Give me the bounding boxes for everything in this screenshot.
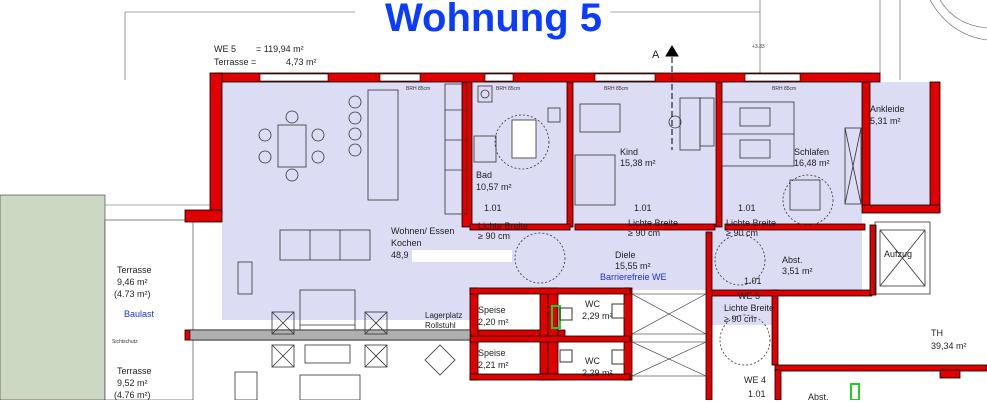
corridor-beam <box>189 329 471 341</box>
dim-101-bad: 1.01 <box>484 203 502 213</box>
room-terrasse2-name: Terrasse <box>117 366 152 376</box>
room-wc2-area: 2,29 m² <box>582 368 613 378</box>
room-wc2-name: WC <box>585 356 600 366</box>
dim-101-schlafen: 1.01 <box>738 203 756 213</box>
room-bad-area: 10,57 m² <box>476 182 512 192</box>
dim-101-abst: 1.01 <box>744 276 762 286</box>
wc-fixture-1 <box>559 307 573 321</box>
room-th-name: TH <box>931 328 943 338</box>
sichtschutz-label: Sichtschutz <box>112 339 138 345</box>
ge90-bad: ≥ 90 cm <box>478 231 510 241</box>
we5-small-label: WE 5 <box>738 291 761 301</box>
room-abst-area: 3,51 m² <box>782 266 813 276</box>
room-kind-area: 15,38 m² <box>620 158 656 168</box>
summary-terrasse-value: 4,73 m² <box>286 57 317 67</box>
wc-sink-2 <box>611 349 625 365</box>
room-wohnen-name: Wohnen/ Essen <box>391 226 455 236</box>
window-tag-2: BRH 85cm <box>496 86 521 92</box>
lichte-schlafen: Lichte Breite <box>726 218 777 228</box>
section-mark: A <box>652 49 660 61</box>
room-schlafen-name: Schlafen <box>794 147 830 157</box>
elevator <box>874 221 931 295</box>
dim-101-we4: 1.01 <box>748 389 766 399</box>
dim-101-kind: 1.01 <box>634 203 652 213</box>
summary-terrasse-label: Terrasse = <box>214 57 257 67</box>
kitchen-island <box>348 83 468 215</box>
wc-room-1 <box>553 292 629 330</box>
stairs <box>631 293 707 377</box>
window-tag-3: BRH 85cm <box>604 86 629 92</box>
ge90-schlafen: ≥ 90 cm <box>726 228 758 238</box>
room-diele-note: Barrierefreie WE <box>600 272 667 282</box>
room-abst-lower-name: Abst. <box>808 392 829 402</box>
terrace-green-area <box>0 194 106 400</box>
sofa <box>237 229 371 331</box>
room-wohnen-area: 48,9 <box>391 250 409 260</box>
room-terrasse1-area: 9,46 m² <box>117 277 148 287</box>
lower-furniture <box>234 311 456 400</box>
room-diele-name: Diele <box>615 250 636 260</box>
room-speise2-name: Speise <box>478 348 506 358</box>
room-terrasse1-note: Baulast <box>124 309 155 319</box>
summary-we5-label: WE 5 <box>214 44 237 54</box>
kind-furniture <box>574 97 715 206</box>
we4-small-label: WE 4 <box>744 375 767 385</box>
th-room <box>775 290 987 400</box>
room-speise2-area: 2,21 m² <box>478 360 509 370</box>
room-lager-name: Lagerplatz <box>425 311 463 320</box>
room-bad-name: Bad <box>476 170 493 180</box>
lichte-we5: Lichte Breite <box>724 303 775 313</box>
windows <box>259 73 801 82</box>
room-wc1-area: 2,29 m² <box>582 311 613 321</box>
window-tag-4: BRH 85cm <box>772 86 797 92</box>
room-terrasse1-area2: (4.73 m²) <box>114 289 151 299</box>
room-aufzug-name: Aufzug <box>884 249 913 259</box>
room-wc1-name: WC <box>585 299 600 309</box>
room-terrasse2-area: 9,52 m² <box>117 378 148 388</box>
room-kind-name: Kind <box>620 147 639 157</box>
page-title: Wohnung 5 <box>385 0 602 40</box>
room-diele-area: 15,55 m² <box>615 261 651 271</box>
bed <box>721 101 834 226</box>
room-fills <box>222 82 932 325</box>
window-tag-1: BRH 85cm <box>406 86 431 92</box>
dining-table <box>258 110 325 182</box>
wheelchair-circles <box>514 232 771 366</box>
wardrobe <box>844 127 862 205</box>
room-th-area: 39,34 m² <box>931 341 967 351</box>
speise-room-1 <box>472 292 544 330</box>
room-ankleide-name: Ankleide <box>870 104 905 114</box>
ge90-we5: ≥ 90 cm <box>724 314 756 324</box>
room-schlafen-area: 16,48 m² <box>794 158 830 168</box>
room-ankleide-area: 5,31 m² <box>870 116 901 126</box>
lichte-bad: Lichte Breite <box>478 221 529 231</box>
ge90-kind: ≥ 90 cm <box>628 228 660 238</box>
room-abst-name: Abst. <box>782 255 803 265</box>
terrace-white-area <box>104 219 194 400</box>
section-arrow <box>665 45 679 150</box>
level-mark: +3.33 <box>752 44 765 50</box>
label-backdrop <box>412 250 512 262</box>
room-lager-name2: Rollstuhl <box>425 321 456 330</box>
room-terrasse1-name: Terrasse <box>117 265 152 275</box>
lichte-kind: Lichte Breite <box>628 218 679 228</box>
room-terrasse2-area2: (4.76 m²) <box>114 390 151 400</box>
room-speise1-name: Speise <box>478 305 506 315</box>
wc-fixture-2 <box>559 349 573 363</box>
room-wohnen-name2: Kochen <box>391 238 422 248</box>
summary-we5-value: = 119,94 m² <box>256 44 304 54</box>
room-speise1-area: 2,20 m² <box>478 317 509 327</box>
wc-sink-1 <box>611 303 625 319</box>
bathroom-fixtures <box>473 85 561 170</box>
